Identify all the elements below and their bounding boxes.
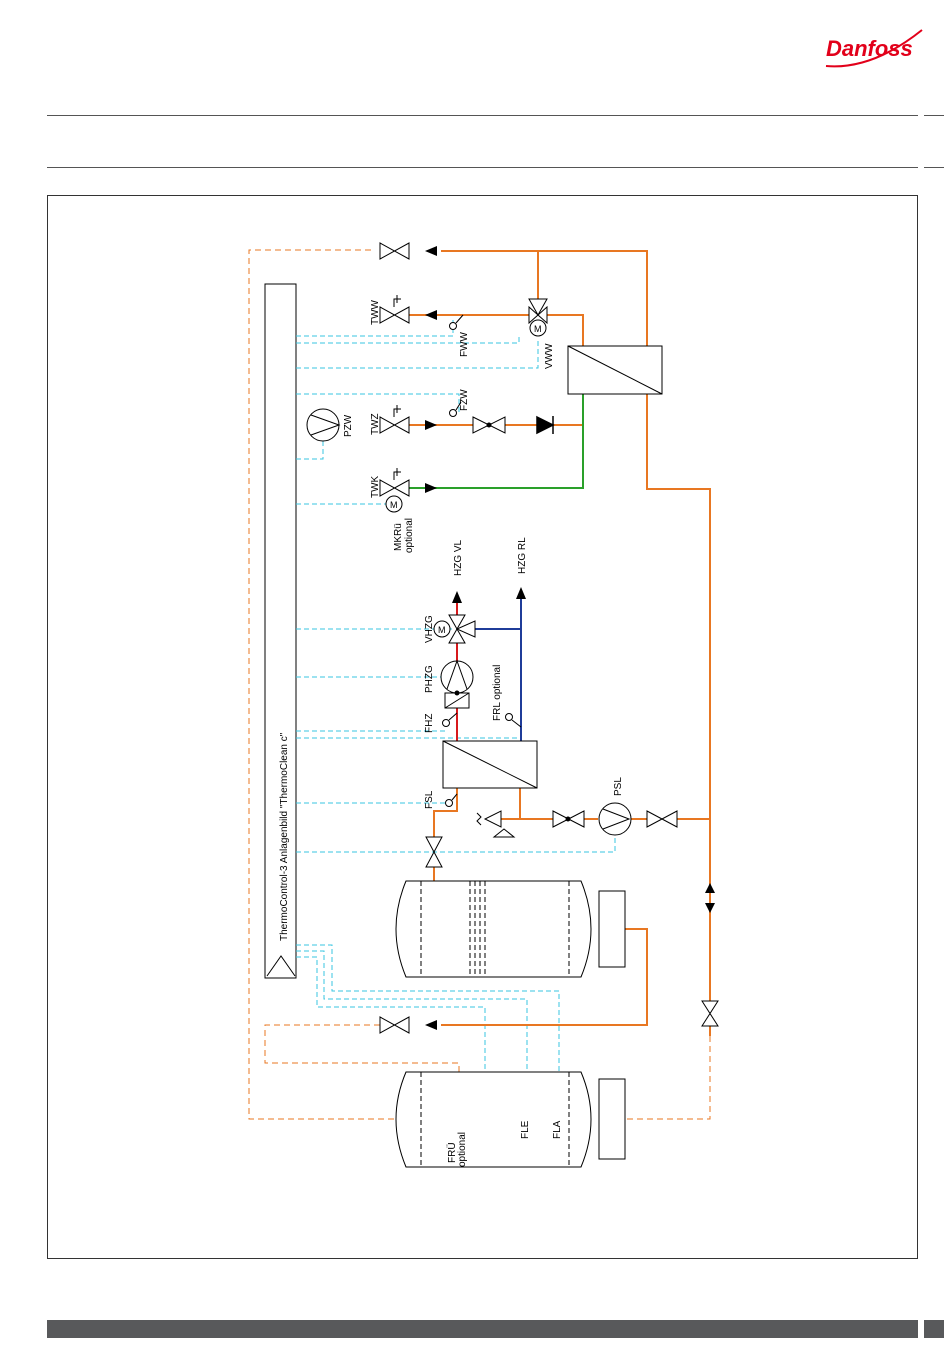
pump-icon-pzw [307,409,339,441]
label-hzg-vl: HZG VL [453,539,464,576]
label-vhzg: VHZG [424,615,435,643]
label-frl: FRL optional [492,665,503,721]
label-mkru-optional: optional [404,518,415,553]
pump-icon-phzg [441,661,473,708]
header-rule-bottom-tab [924,167,944,168]
label-fzw: FZW [459,389,470,411]
controller-unit: ThermoControl-3 Anlagenbild "ThermoClean… [265,284,296,978]
tap-handles [394,295,401,480]
controller-title: ThermoControl-3 Anlagenbild "ThermoClean… [279,732,290,941]
footer-tab [924,1320,944,1338]
safety-valve-icon [477,811,514,837]
label-tww: TWW [370,299,381,325]
label-fhz: FHZ [424,714,435,733]
header-rule-top-tab [924,115,944,116]
label-psl: PSL [613,777,624,796]
label-twz: TWZ [370,413,381,435]
signal-lines [296,319,615,1151]
label-pzw: PZW [343,414,354,437]
label-phzg: PHZG [424,665,435,693]
header-rule-top [47,115,918,116]
tank-icon-upper [396,881,625,977]
diagram-frame: ThermoControl-3 Anlagenbild "ThermoClean… [47,195,918,1259]
motor-icon-vhzg: M [438,625,446,635]
junction-dot [455,691,460,696]
heat-exchanger-icon [443,346,662,788]
danfoss-logo-text: Danfoss [826,36,913,61]
cold-water-pipes [409,394,583,488]
label-fla: FLA [552,1120,563,1139]
label-fru-optional: optional [457,1132,468,1167]
label-fww: FWW [459,331,470,357]
danfoss-logo: Danfoss [822,26,926,74]
label-twk: TWK [370,475,381,498]
tank-icon-lower [396,1072,625,1167]
label-fsl: FSL [424,790,435,809]
footer-bar [47,1320,918,1338]
pump-icon-psl [599,803,631,835]
check-valve-icon [537,416,553,434]
label-vww: VWW [544,343,555,369]
system-schematic: ThermoControl-3 Anlagenbild "ThermoClean… [48,196,919,1260]
label-hzg-rl: HZG RL [517,537,528,574]
motor-icon-vww: M [534,324,542,334]
motor-icon-mkru: M [390,500,398,510]
header-rule-bottom [47,167,918,168]
label-mkru: MKRü [393,523,404,551]
label-fle: FLE [520,1120,531,1139]
